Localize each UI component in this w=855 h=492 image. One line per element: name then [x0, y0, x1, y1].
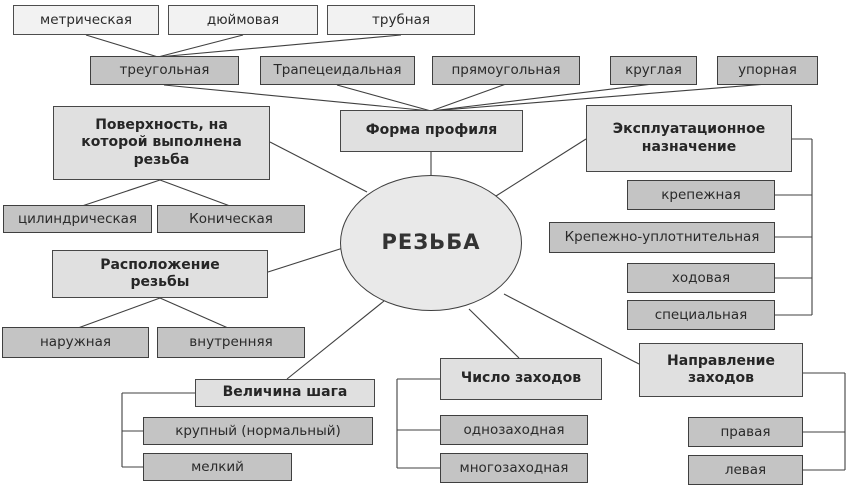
node-konicheskaya: Коническая — [157, 205, 305, 233]
node-trapetseidalnaya: Трапецеидальная — [260, 56, 415, 85]
node-metricheskaya: метрическая — [13, 5, 159, 35]
connector-line — [159, 179, 231, 207]
connector-line — [336, 84, 432, 112]
node-upornaya: упорная — [717, 56, 818, 85]
node-trubnaya: трубная — [327, 5, 475, 35]
node-khodovaya: ходовая — [627, 263, 775, 293]
node-velichina-shaga: Величина шага — [195, 379, 375, 407]
node-pravaya: правая — [688, 417, 803, 447]
node-spetsialnaya: специальная — [627, 300, 775, 330]
connector-line — [468, 308, 520, 359]
connector-line — [267, 247, 344, 273]
node-chislo-zakhodov: Число заходов — [440, 358, 602, 400]
node-rezba: РЕЗЬБА — [340, 175, 522, 311]
node-krepezhnaya: крепежная — [627, 180, 775, 210]
connector-line — [430, 83, 768, 112]
node-krupnyi: крупный (нормальный) — [143, 417, 373, 445]
node-forma-profilya: Форма профиля — [340, 110, 523, 152]
node-pryamougolnaya: прямоугольная — [432, 56, 580, 85]
node-tsilindricheskaya: цилиндрическая — [3, 205, 152, 233]
connector-line — [157, 34, 244, 58]
connector-line — [430, 83, 654, 112]
node-napravlenie: Направление заходов — [639, 343, 803, 397]
node-odnozakhodnaya: однозаходная — [440, 415, 588, 445]
node-kruglaya: круглая — [610, 56, 697, 85]
connector-line — [159, 297, 229, 329]
node-naruzhnaya: наружная — [2, 327, 149, 358]
connector-line — [269, 141, 368, 193]
connector-line — [81, 179, 161, 207]
node-krepezhno-uplotnitelnaya: Крепежно-уплотнительная — [549, 222, 775, 253]
node-poverkhnost: Поверхность, на которой выполнена резьба — [53, 106, 270, 180]
connector-line — [163, 84, 432, 112]
connector-line — [495, 138, 587, 197]
node-levaya: левая — [688, 455, 803, 485]
node-ekspluatatsionnoe: Эксплуатационное назначение — [586, 105, 792, 172]
connector-line — [77, 297, 161, 329]
connector-line — [85, 34, 159, 58]
connector-line — [503, 293, 640, 365]
node-vnutrennyaya: внутренняя — [157, 327, 305, 358]
node-mnogozakhodnaya: многозаходная — [440, 453, 588, 483]
connector-line — [286, 300, 385, 380]
connector-line — [157, 34, 402, 58]
node-treugolnaya: треугольная — [90, 56, 239, 85]
node-raspolozhenie: Расположение резьбы — [52, 250, 268, 298]
connector-line — [430, 83, 507, 112]
node-dyuimovaya: дюймовая — [168, 5, 318, 35]
node-melkii: мелкий — [143, 453, 292, 481]
